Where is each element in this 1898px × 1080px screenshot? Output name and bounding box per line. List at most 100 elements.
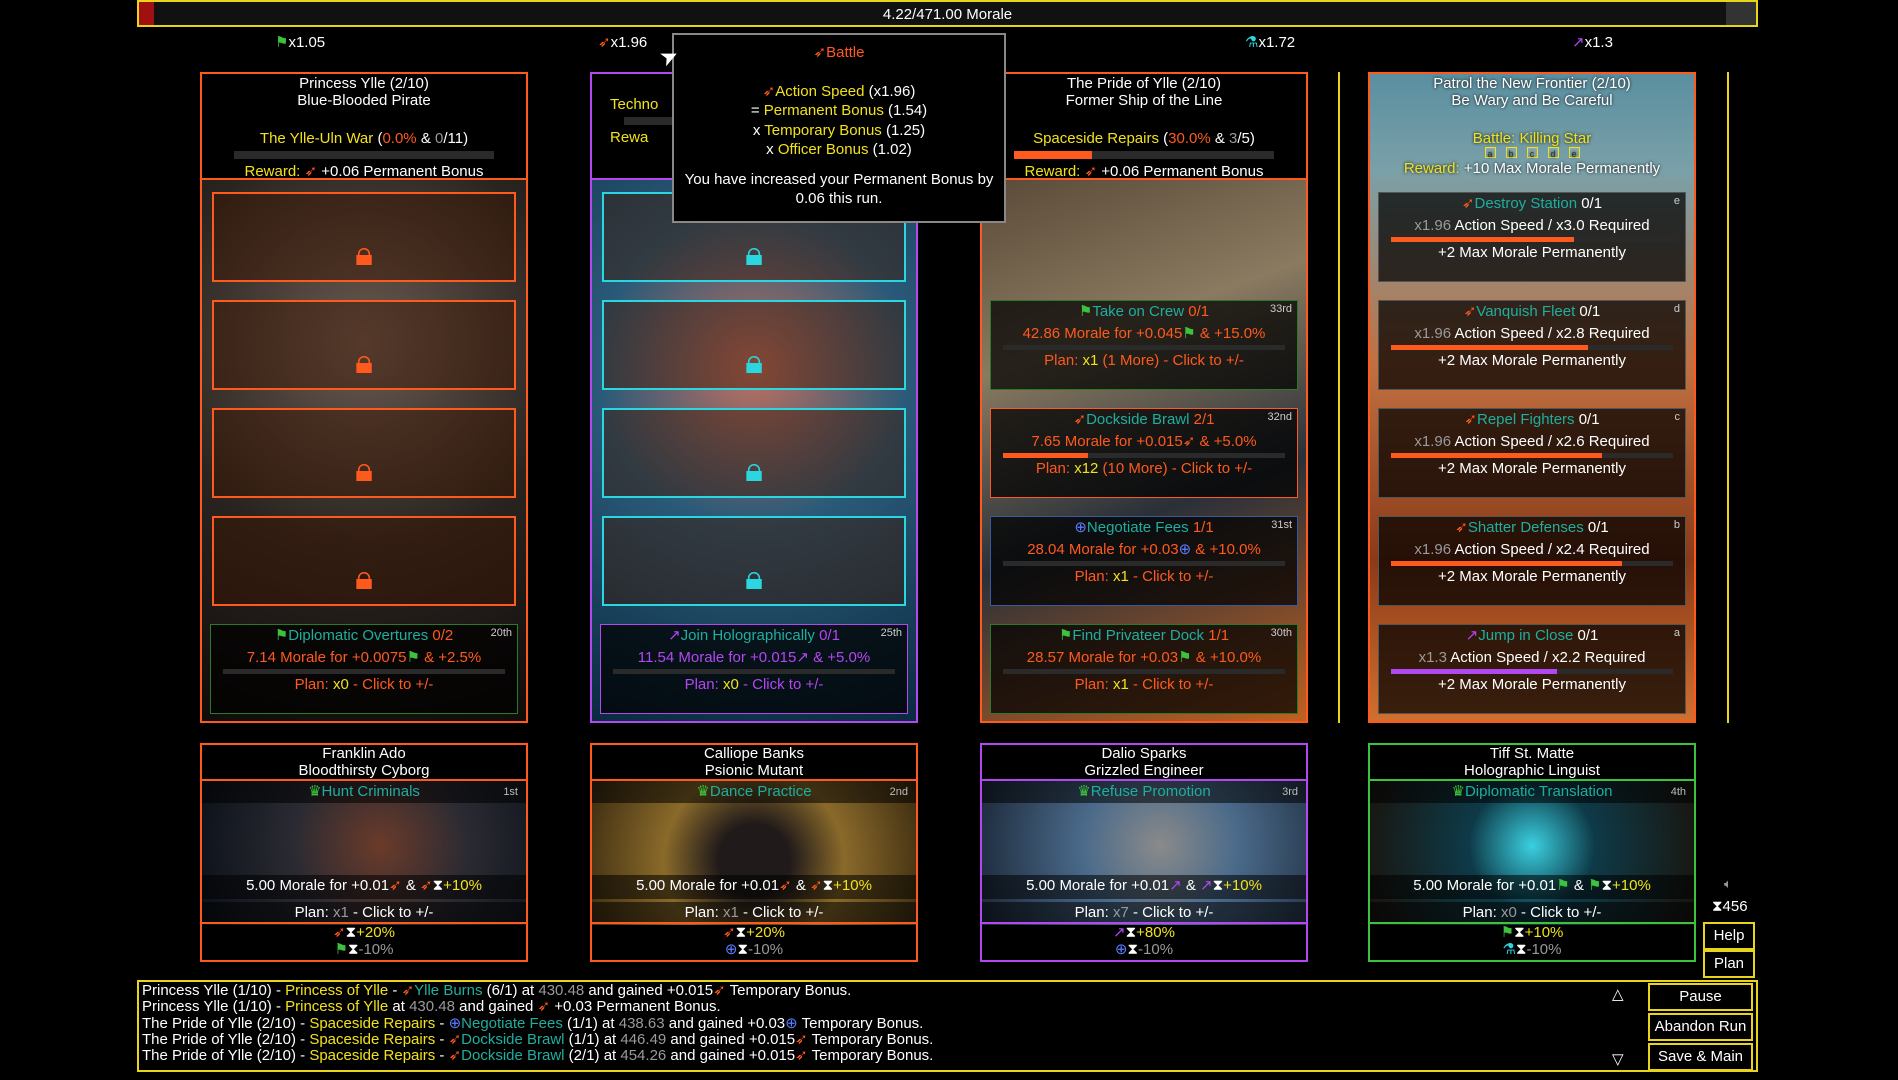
- plan-label: Plan:: [294, 904, 333, 921]
- modifier-value: +20%: [746, 924, 785, 941]
- rocket-icon: ➶: [389, 877, 402, 894]
- plan-hint: - Click to +/-: [1128, 568, 1214, 585]
- crown-icon: ♛: [1451, 783, 1465, 800]
- plan-count: x1: [1112, 568, 1129, 585]
- officer-plan[interactable]: Plan: x1 - Click to +/-: [592, 902, 916, 924]
- task-plan[interactable]: Plan: x12 (10 More) - Click to +/-: [991, 458, 1297, 480]
- column-divider: [1727, 72, 1729, 723]
- scroll-up-button[interactable]: △: [1612, 986, 1624, 1003]
- and: &: [419, 649, 439, 666]
- task-plan[interactable]: Plan: x1 - Click to +/-: [991, 566, 1297, 588]
- quest-name-line: Techno: [592, 96, 916, 113]
- volume-icon[interactable]: 🔈︎: [1724, 876, 1732, 891]
- task-rank: 30th: [1270, 627, 1292, 639]
- task-progress: 0/1: [1188, 303, 1210, 320]
- quest-header: Princess Ylle (2/10)Blue-Blooded Pirate …: [202, 74, 526, 180]
- text-segment: The Pride of Ylle (2/10) -: [142, 1014, 310, 1032]
- quest-reward: Reward: ➶ +0.06 Permanent Bonus: [202, 163, 526, 180]
- task-progress-fill: [1391, 561, 1623, 566]
- hourglass-icon: ⧗: [1601, 877, 1612, 894]
- officer-role: Holographic Linguist: [1464, 762, 1600, 779]
- task-progress-bar: [1003, 453, 1285, 458]
- flag-icon: ⚑: [1178, 649, 1192, 666]
- text-segment: Spaceside Repairs: [309, 1047, 436, 1065]
- required-speed: Action Speed / x2.2 Required: [1450, 649, 1646, 666]
- plan-button[interactable]: Plan: [1703, 950, 1755, 978]
- officer-portrait: [202, 781, 526, 925]
- task-plan[interactable]: Plan: x0 - Click to +/-: [601, 674, 907, 696]
- officer-name: Franklin Ado: [322, 745, 406, 762]
- rocket-icon: ➶: [448, 1030, 462, 1048]
- locked-task-slot: 🔒︎: [212, 516, 516, 606]
- officer-reward: 5.00 Morale for +0.01↗ & ↗⧗+10%: [982, 875, 1306, 899]
- modifier-up: ➶⧗+20%: [592, 924, 916, 941]
- officer-plan[interactable]: Plan: x1 - Click to +/-: [202, 902, 526, 924]
- quest-percent: 0.0%: [382, 130, 417, 147]
- morale-fill: [139, 2, 154, 25]
- task-progress-fill: [1391, 669, 1558, 674]
- hourglass-icon: ⧗: [737, 941, 749, 958]
- task-key: c: [1674, 411, 1681, 423]
- task-plan[interactable]: Plan: x1 - Click to +/-: [991, 674, 1297, 696]
- scroll-down-button[interactable]: ▽: [1612, 1051, 1624, 1068]
- task-plan[interactable]: Plan: x1 (1 More) - Click to +/-: [991, 350, 1297, 372]
- plan-extra: (1 More): [1098, 352, 1160, 369]
- task-plan[interactable]: Plan: x0 - Click to +/-: [211, 674, 517, 696]
- task-progress: 0/1: [1587, 519, 1609, 536]
- hourglass-icon: ⧗: [347, 941, 359, 958]
- text-segment: -: [435, 1014, 449, 1032]
- rocket-icon: ➶: [1464, 411, 1477, 428]
- text-segment: -: [388, 982, 402, 999]
- rocket-icon: ➶: [1182, 433, 1196, 450]
- plan-hint: - Click to +/-: [1128, 676, 1214, 693]
- quest-subtitle: Be Wary and Be Careful: [1451, 92, 1613, 109]
- abandon-run-button[interactable]: Abandon Run: [1648, 1013, 1753, 1041]
- rocket-icon: ➶: [304, 163, 318, 180]
- plan-label: Plan:: [1074, 568, 1113, 585]
- rocket-icon: ➶: [762, 82, 776, 100]
- quest-percent: 30.0%: [1168, 130, 1211, 147]
- task-title: ➶Shatter Defenses 0/1: [1379, 517, 1685, 539]
- save-main-button[interactable]: Save & Main: [1648, 1043, 1753, 1071]
- job-rank: 3rd: [1282, 786, 1298, 798]
- task-name: Take on Crew: [1092, 303, 1185, 320]
- modifier-down: ⚗⧗-10%: [1370, 941, 1694, 958]
- task-morale: 28.57 Morale for +0.03: [1026, 649, 1179, 666]
- task-title: ➶Vanquish Fleet 0/1: [1379, 301, 1685, 323]
- plan-count: x0: [722, 676, 739, 693]
- officer-plan[interactable]: Plan: x7 - Click to +/-: [982, 902, 1306, 924]
- tooltip-spacer: [674, 63, 1004, 82]
- pause-button[interactable]: Pause: [1648, 983, 1753, 1011]
- log-entry: The Pride of Ylle (2/10) - Spaceside Rep…: [142, 1030, 1753, 1048]
- text-segment: Negotiate Fees: [461, 1014, 563, 1032]
- text-segment: 438.63: [618, 1014, 665, 1032]
- officer-plan[interactable]: Plan: x0 - Click to +/-: [1370, 902, 1694, 924]
- task-morale: 7.65 Morale for +0.015: [1031, 433, 1183, 450]
- help-button[interactable]: Help: [1703, 922, 1755, 950]
- text-segment: Officer Bonus: [777, 141, 869, 158]
- text-segment: Temporary Bonus.: [807, 1047, 934, 1065]
- task-title: ↗Join Holographically 0/1: [601, 625, 907, 647]
- current-speed: x1.96: [1414, 541, 1455, 558]
- task-name: Diplomatic Overtures: [288, 627, 429, 644]
